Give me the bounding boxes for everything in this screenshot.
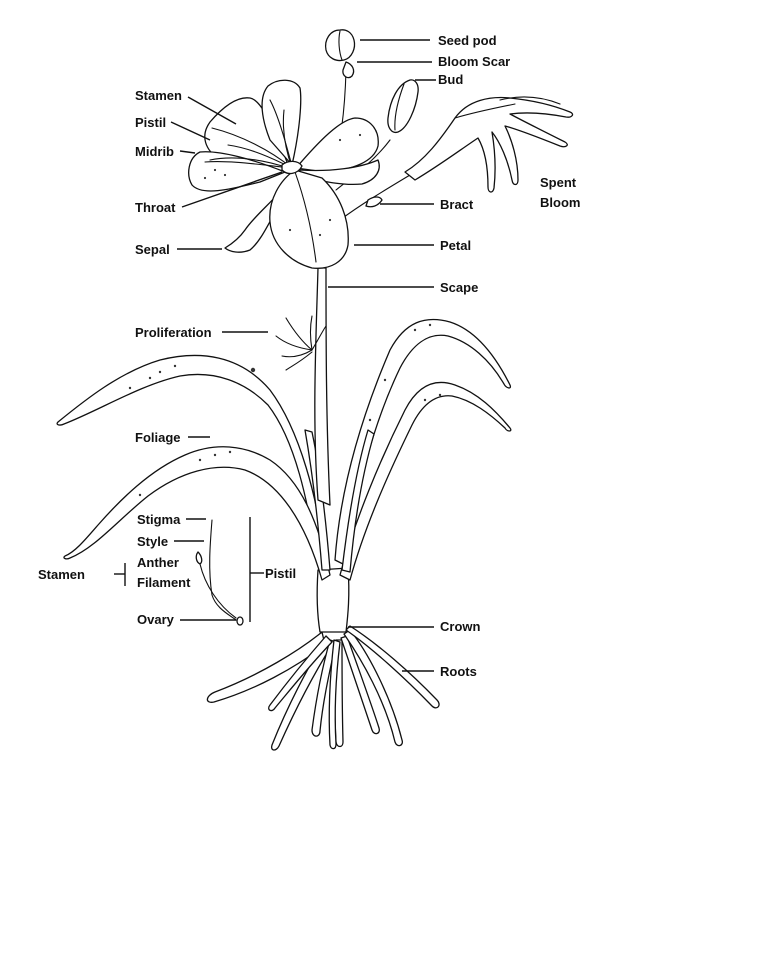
label-stamen-detail: Stamen xyxy=(38,567,85,582)
spent-bloom-drawing xyxy=(404,96,574,193)
label-bract: Bract xyxy=(440,197,474,212)
labels: Seed pod Bloom Scar Bud Stamen Pistil Mi… xyxy=(38,33,580,679)
label-foliage: Foliage xyxy=(135,430,181,445)
label-stamen-flower: Stamen xyxy=(135,88,182,103)
label-stigma: Stigma xyxy=(137,512,181,527)
label-proliferation: Proliferation xyxy=(135,325,212,340)
crown-drawing xyxy=(316,567,350,633)
label-roots: Roots xyxy=(440,664,477,679)
leader-lines xyxy=(170,39,436,672)
label-pistil-flower: Pistil xyxy=(135,115,166,130)
label-bud: Bud xyxy=(438,72,463,87)
label-crown: Crown xyxy=(440,619,481,634)
label-ovary: Ovary xyxy=(137,612,175,627)
plant-illustration xyxy=(56,29,574,751)
label-petal: Petal xyxy=(440,238,471,253)
roots-drawing xyxy=(206,625,440,751)
label-sepal: Sepal xyxy=(135,242,170,257)
label-filament: Filament xyxy=(137,575,191,590)
reproductive-detail-drawing xyxy=(114,517,251,626)
seed-pod-drawing xyxy=(324,29,356,62)
bloom-scar-drawing xyxy=(342,61,355,79)
proliferation-drawing xyxy=(275,315,327,371)
label-seed-pod: Seed pod xyxy=(438,33,497,48)
label-spent-bloom-line1: Spent xyxy=(540,175,577,190)
label-bloom-scar: Bloom Scar xyxy=(438,54,510,69)
foliage-drawing xyxy=(56,318,512,581)
bract-drawing xyxy=(365,196,383,208)
label-anther: Anther xyxy=(137,555,179,570)
label-throat: Throat xyxy=(135,200,176,215)
label-midrib: Midrib xyxy=(135,144,174,159)
label-pistil-detail: Pistil xyxy=(265,566,296,581)
scape-drawing xyxy=(314,267,331,506)
label-style: Style xyxy=(137,534,168,549)
label-scape: Scape xyxy=(440,280,478,295)
label-spent-bloom-line2: Bloom xyxy=(540,195,580,210)
flower-drawing xyxy=(188,79,380,269)
